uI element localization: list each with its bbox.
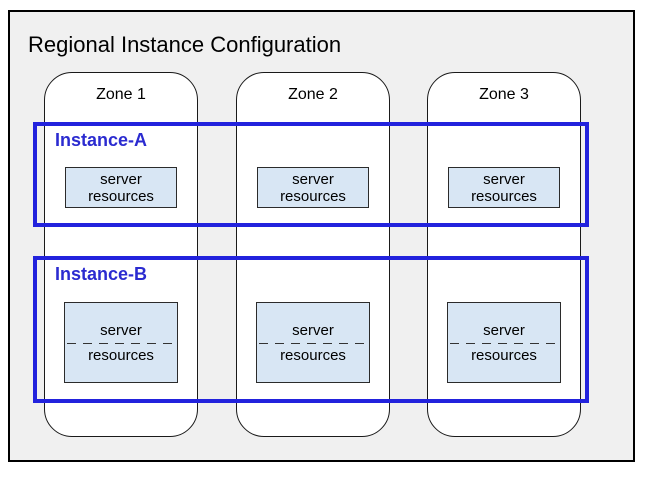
dashed-divider (67, 342, 175, 344)
zone-2-label: Zone 2 (288, 86, 338, 103)
instance-a-label: Instance-A (55, 130, 148, 150)
instance-a-boundary (33, 122, 589, 227)
instance-b-label: Instance-B (55, 264, 148, 284)
region-title: Regional Instance Configuration (28, 32, 342, 57)
server-resources-text: resources (471, 346, 537, 364)
server-resources-text: server (100, 170, 142, 188)
server-resources-text: resources (280, 346, 346, 364)
server-resources-text: resources (88, 187, 154, 205)
server-resources-text: server (483, 170, 525, 188)
server-resources-text: server (100, 321, 142, 339)
server-resources-text: server (292, 170, 334, 188)
server-resources-box-a-zone3: server resources (448, 167, 560, 208)
zone-1-label: Zone 1 (96, 86, 146, 103)
server-resources-text: resources (280, 187, 346, 205)
server-resources-box-b-zone2: server resources (256, 302, 370, 383)
server-resources-box-a-zone2: server resources (257, 167, 369, 208)
server-resources-text: resources (471, 187, 537, 205)
dashed-divider (450, 342, 558, 344)
zone-3-label: Zone 3 (479, 86, 529, 103)
dashed-divider (259, 342, 367, 344)
server-resources-text: resources (88, 346, 154, 364)
server-resources-text: server (483, 321, 525, 339)
server-resources-box-b-zone1: server resources (64, 302, 178, 383)
server-resources-box-a-zone1: server resources (65, 167, 177, 208)
server-resources-text: server (292, 321, 334, 339)
server-resources-box-b-zone3: server resources (447, 302, 561, 383)
instance-b-boundary (33, 256, 589, 403)
